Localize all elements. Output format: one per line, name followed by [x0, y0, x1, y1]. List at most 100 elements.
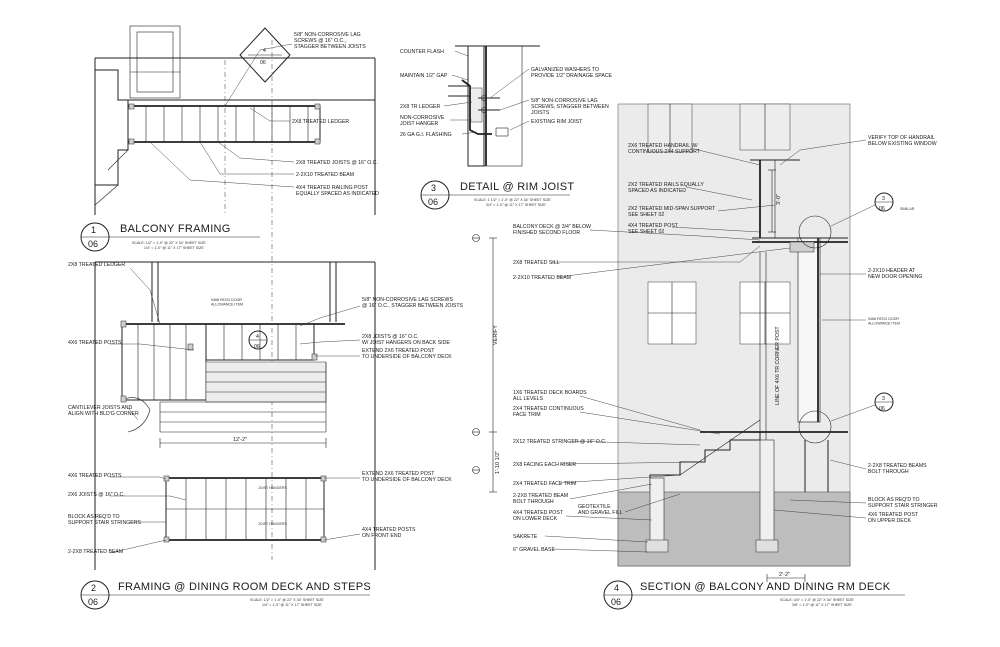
callout-gravel-base: 6" GRAVEL BASE — [513, 547, 555, 553]
detail-tag-circle-3b[interactable]: 3 06 — [874, 392, 894, 412]
detail-scale-2: 3/8" = 1'-0" @ 11" X 17" SHEET SIZE — [792, 603, 852, 607]
detail-tag-circle-2[interactable]: 4 06 — [248, 330, 268, 350]
detail-number: 3 — [431, 183, 436, 193]
callout-beam-1: 2-2X10 TREATED BEAM — [296, 172, 354, 178]
callout-posts-2: 4X6 TREATED POSTS — [68, 340, 122, 346]
detail-scale-1: SCALE: 1 1/2" = 1'-0" @ 22" X 34" SHEET … — [474, 198, 551, 202]
detail-number: 1 — [91, 225, 96, 235]
detail-3-rim-joist: COUNTER FLASH MAINTAIN 1/2" GAP 2X8 TR L… — [400, 45, 613, 210]
dimension-1-10: 1'-10 1/2" — [495, 451, 501, 474]
callout-ledger-1: 2X8 TREATED LEDGER — [292, 119, 349, 125]
tag-number: 4 — [263, 48, 266, 54]
callout-joists-low: 2X6 JOISTS @ 16" O.C. — [68, 492, 125, 498]
dimension-2-2: 2'-2" — [779, 572, 790, 578]
detail-title: FRAMING @ DINING ROOM DECK AND STEPS — [118, 581, 371, 593]
callout-riser: 2X8 FACING EACH RISER — [513, 462, 576, 468]
callout-gi-flashing: 26 GA G.I. FLASHING — [400, 132, 452, 138]
title-block-1: 1 06 BALCONY FRAMING SCALE: 1/2" = 1'-0"… — [80, 222, 260, 252]
callout-ledger-2: 2X8 TREATED LEDGER — [68, 262, 125, 268]
detail-sheet: 06 — [88, 597, 98, 607]
callout-corner-post-line: LINE OF 4X6 TR CORNER POST — [775, 326, 781, 405]
callout-stringer: 2X12 TREATED STRINGER @ 16" O.C. — [513, 439, 606, 445]
callout-beam-4: 2-2X10 TREATED BEAM — [513, 275, 571, 281]
callout-tr-ledger: 2X8 TR LEDGER — [400, 104, 441, 110]
detail-scale-2: 1/4" = 1'-0" @ 11" X 17" SHEET SIZE — [262, 603, 322, 607]
tag-sheet: 06 — [879, 406, 885, 412]
callout-sill: 2X8 TREATED SILL — [513, 260, 560, 266]
detail-number: 4 — [614, 583, 619, 593]
detail-title: BALCONY FRAMING — [120, 223, 231, 235]
title-block-2: 2 06 FRAMING @ DINING ROOM DECK AND STEP… — [80, 580, 371, 610]
detail-sheet: 06 — [428, 197, 438, 207]
dimension-verify: VERIFY — [493, 325, 499, 345]
tag-number: 3 — [882, 196, 885, 202]
detail-tag-circle-3a[interactable]: 3 06 — [874, 192, 894, 212]
dimension-3-0: 3'-0" — [776, 194, 782, 205]
callout-joists-2: 2X8 JOISTS @ 16" O.C.W/ JOIST HANGERS ON… — [362, 334, 450, 346]
detail-scale-1: SCALE: 1/2" = 1'-0" @ 22" X 34" SHEET SI… — [250, 598, 324, 602]
detail-scale-1: SCALE: 1/2" = 1'-0" @ 22" X 34" SHEET SI… — [132, 241, 206, 245]
tag-number: 3 — [882, 396, 885, 402]
callout-joists-1: 2X8 TREATED JOISTS @ 16" O.C. — [296, 160, 378, 166]
title-block-3: 3 06 DETAIL @ RIM JOIST SCALE: 1 1/2" = … — [420, 180, 574, 210]
tag-sheet: 06 — [879, 206, 885, 212]
callout-rim-joist: EXISTING RIM JOIST — [531, 119, 583, 125]
detail-scale-2: 3/4" = 1'-0" @ 11" X 17" SHEET SIZE — [486, 203, 546, 207]
callout-face-trim: 2X4 TREATED FACE TRIM — [513, 481, 576, 487]
callout-gap: MAINTAIN 1/2" GAP — [400, 73, 448, 79]
callout-handrail: 2X6 TREATED HANDRAIL W/CONTINUOUS 2X4 SU… — [628, 143, 701, 155]
detail-title: DETAIL @ RIM JOIST — [460, 181, 574, 193]
tag-sheet: 06 — [254, 344, 260, 350]
detail-scale-2: 1/4" = 1'-0" @ 11" X 17" SHEET SIZE — [144, 246, 204, 250]
callout-joist-hangers-2: JOIST HANGERS — [258, 522, 287, 526]
detail-number: 2 — [91, 583, 96, 593]
detail-4-section: 3'-0" VERIFY 1'-10 1/2" 2'-2" LINE OF 4X… — [472, 103, 938, 610]
detail-title: SECTION @ BALCONY AND DINING RM DECK — [640, 581, 891, 593]
detail-2-dining-deck: 4 06 12'-2" JOIST HANGERS JOIST HANGERS … — [68, 261, 464, 610]
detail-tag-diamond[interactable]: 4 06 — [239, 27, 291, 83]
callout-similar: SIMILAR — [900, 207, 915, 211]
callout-joist-hangers-1: JOIST HANGERS — [258, 486, 287, 490]
detail-scale-1: SCALE: 3/4" = 1'-0" @ 22" X 34" SHEET SI… — [780, 598, 854, 602]
tag-sheet: 06 — [260, 60, 266, 66]
title-block-4: 4 06 SECTION @ BALCONY AND DINING RM DEC… — [603, 580, 905, 610]
callout-lag-screws-2: 5/8" NON-CORROSIVE LAG SCREWS@ 16" O.C.,… — [362, 297, 464, 309]
callout-beam-2: 2-2X8 TREATED BEAM — [68, 549, 123, 555]
tag-number: 4 — [256, 334, 259, 340]
callout-sakrete: SAKRETE — [513, 534, 538, 540]
detail-sheet: 06 — [611, 597, 621, 607]
callout-posts-low: 4X6 TREATED POSTS — [68, 473, 122, 479]
detail-sheet: 06 — [88, 239, 98, 249]
dimension-12-2: 12'-2" — [233, 437, 247, 443]
callout-counter-flash: COUNTER FLASH — [400, 49, 444, 55]
